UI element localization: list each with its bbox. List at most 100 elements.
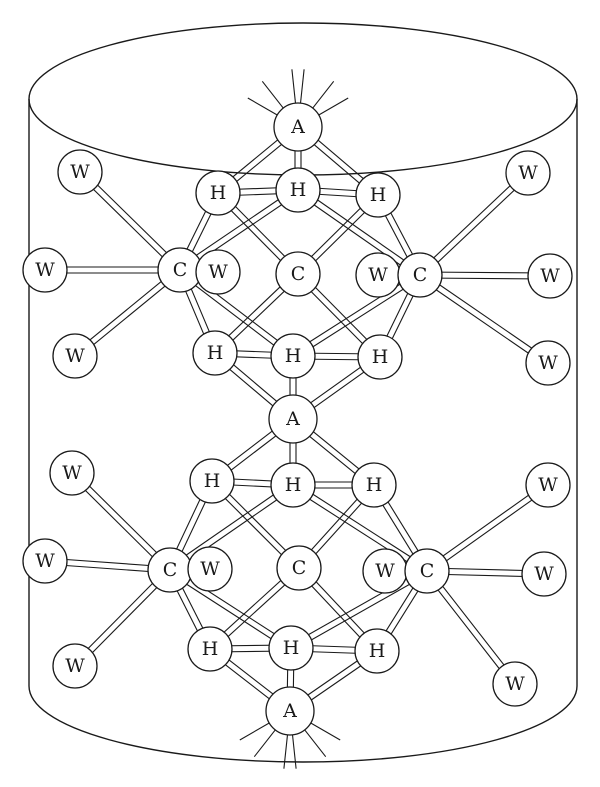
atom-w-r1b: W: [527, 253, 573, 299]
atom-circle: [22, 538, 68, 584]
bond-line: [428, 568, 518, 683]
bond-line: [76, 271, 183, 359]
bond-line: [294, 482, 429, 569]
atom-label: H: [210, 182, 227, 204]
bond-line: [424, 482, 547, 570]
atom-circle: [276, 545, 322, 591]
atom-circle: [525, 462, 571, 508]
atom-label: H: [370, 184, 387, 206]
atom-circle: [192, 330, 238, 376]
atom-label: C: [292, 557, 307, 579]
atom-w-r1a: W: [505, 150, 551, 196]
atom-w-l2c: W: [52, 643, 98, 689]
atom-label: W: [368, 264, 388, 286]
bond-stub: [291, 69, 297, 108]
atom-label: A: [290, 116, 305, 138]
cylinder-top-ellipse: [28, 22, 578, 176]
atom-circle: [525, 340, 571, 386]
atom-circle: [195, 249, 241, 295]
bond-stub: [299, 69, 305, 108]
atom-label: W: [65, 345, 85, 367]
atom-h10: H: [187, 626, 233, 672]
atom-circle: [52, 333, 98, 379]
bond-stub: [315, 97, 349, 118]
atom-h2: H: [275, 167, 321, 213]
bond-line: [299, 187, 423, 273]
terminal-bond-stubs: [239, 69, 349, 769]
atom-circle: [57, 149, 103, 195]
atom-w-r1c: W: [525, 340, 571, 386]
atom-a-mid: A: [268, 394, 318, 444]
atom-circle: [187, 626, 233, 672]
bond-stub: [247, 97, 281, 118]
atom-c-left1: C: [157, 247, 203, 293]
atom-c-right1: C: [397, 252, 443, 298]
bond-stub: [239, 720, 273, 741]
bond-line: [72, 267, 179, 355]
bond-line: [69, 474, 169, 573]
atom-w-r2a: W: [525, 462, 571, 508]
atom-circle: [270, 333, 316, 379]
atom-label: H: [283, 637, 300, 659]
atom-label: W: [375, 560, 395, 582]
atom-w-in-l1: W: [195, 249, 241, 295]
atom-circle: [268, 625, 314, 671]
atom-w-in-r2: W: [362, 548, 408, 594]
atom-label: W: [62, 462, 82, 484]
atom-circle: [268, 394, 318, 444]
atom-h8: H: [270, 462, 316, 508]
atom-circle: [404, 548, 450, 594]
bond-line: [72, 567, 169, 665]
atom-circle: [354, 628, 400, 674]
atom-w-l1a: W: [57, 149, 103, 195]
atom-circle: [49, 450, 95, 496]
bond-stub: [283, 730, 289, 769]
atom-circle: [505, 150, 551, 196]
atom-label: W: [534, 563, 554, 585]
atom-circle: [275, 167, 321, 213]
bond-line: [421, 174, 531, 278]
atom-h11: H: [268, 625, 314, 671]
atom-label: W: [35, 550, 55, 572]
atom-label: W: [70, 161, 90, 183]
bond-line: [421, 272, 551, 361]
atom-w-in-r1: W: [355, 252, 401, 298]
atom-label: C: [173, 259, 188, 281]
atom-circle: [521, 551, 567, 597]
bond-line: [417, 170, 527, 274]
atom-circle: [351, 462, 397, 508]
bond-stub: [307, 720, 341, 741]
atom-label: W: [538, 352, 558, 374]
atom-label: H: [207, 342, 224, 364]
bond-line: [167, 482, 292, 568]
atom-a-bot: A: [265, 686, 315, 736]
atom-h12: H: [354, 628, 400, 674]
atom-circle: [273, 102, 323, 152]
atom-circle: [355, 172, 401, 218]
atom-label: H: [202, 638, 219, 660]
atom-h9: H: [351, 462, 397, 508]
atom-label: C: [291, 263, 306, 285]
atom-circle: [270, 462, 316, 508]
bond-stub: [261, 80, 287, 112]
atom-circle: [187, 546, 233, 592]
bond-stub: [309, 80, 335, 112]
bond-line: [424, 572, 514, 687]
atom-label: H: [285, 345, 302, 367]
atom-label: A: [285, 408, 300, 430]
atom-w-in-l2: W: [187, 546, 233, 592]
atom-label: C: [413, 264, 428, 286]
atom-c-right2: C: [404, 548, 450, 594]
bond-line: [77, 173, 179, 273]
atom-circle: [397, 252, 443, 298]
atom-circle: [195, 170, 241, 216]
bond-line: [292, 573, 429, 652]
bond-line: [177, 271, 292, 359]
bond-line: [81, 169, 183, 269]
atom-c-mid2: C: [276, 545, 322, 591]
atom-h4: H: [192, 330, 238, 376]
atom-label: W: [35, 259, 55, 281]
atom-label: W: [200, 558, 220, 580]
atom-label: H: [369, 640, 386, 662]
atom-h1: H: [195, 170, 241, 216]
